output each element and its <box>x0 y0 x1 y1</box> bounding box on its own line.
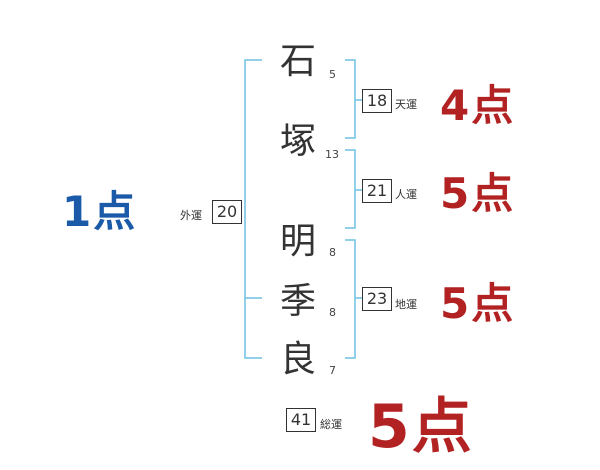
stroke-count-3: 8 <box>329 246 336 259</box>
outer-bracket <box>244 59 262 359</box>
chiun-value: 23 <box>362 287 392 311</box>
name-char-1: 石 <box>279 41 316 82</box>
tenun-label: 天運 <box>395 98 417 111</box>
stroke-count-5: 7 <box>329 364 336 377</box>
souun-value: 41 <box>286 408 316 432</box>
jinun-score: 5点 <box>440 169 516 218</box>
name-char-2: 塚 <box>279 121 316 162</box>
stroke-count-2: 13 <box>325 148 339 161</box>
jinun-bracket <box>345 149 356 229</box>
tenun-score: 4点 <box>440 81 516 130</box>
chiun-bracket <box>345 239 356 359</box>
jinun-value: 21 <box>362 179 392 203</box>
tenun-value: 18 <box>362 89 392 113</box>
stroke-count-1: 5 <box>329 68 336 81</box>
gaiun-score: 1点 <box>62 187 138 236</box>
name-char-3: 明 <box>279 221 316 262</box>
souun-score: 5点 <box>368 392 474 462</box>
souun-label: 総運 <box>320 418 342 431</box>
stroke-count-4: 8 <box>329 306 336 319</box>
jinun-label: 人運 <box>395 188 417 201</box>
chiun-label: 地運 <box>395 298 417 311</box>
chiun-score: 5点 <box>440 279 516 328</box>
name-char-4: 季 <box>279 281 316 322</box>
name-char-5: 良 <box>279 339 316 380</box>
gaiun-label: 外運 <box>180 209 202 222</box>
gaiun-value: 20 <box>212 200 242 224</box>
tenun-bracket <box>345 59 356 139</box>
